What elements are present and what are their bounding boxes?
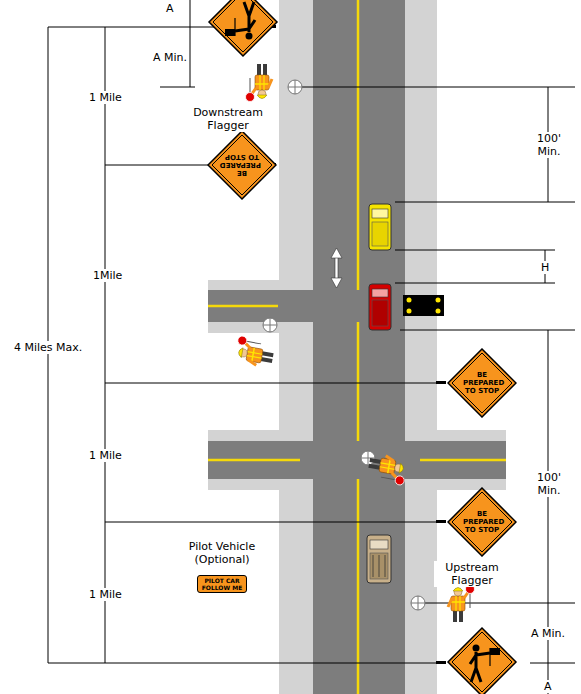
dimension-label: A Min.	[529, 627, 567, 640]
warning-sign: BE PREPARED TO STOP	[207, 130, 277, 200]
flagger-sign	[448, 628, 516, 694]
sign-text: BE PREPARED TO STOP	[223, 153, 261, 177]
flagger-position-mark	[263, 80, 425, 610]
flagger	[246, 64, 273, 102]
work-vehicle	[369, 284, 391, 330]
road	[208, 0, 506, 694]
dimension-label: 1 Mile	[87, 588, 124, 601]
flagger-sign	[209, 0, 277, 56]
pilot-car-sign: PILOT CAR FOLLOW ME	[197, 575, 247, 593]
dimension-label: 1 Mile	[87, 91, 124, 104]
dimension-label: A	[542, 680, 554, 693]
dimension-label: Pilot Vehicle (Optional)	[175, 540, 269, 566]
dimension-label: A Min.	[151, 51, 189, 64]
flagger	[234, 335, 276, 368]
dimension-label: 1 Mile	[87, 449, 124, 462]
warning-sign: BE PREPARED TO STOP	[447, 348, 517, 418]
dimension-label: Upstream Flagger	[434, 561, 510, 587]
sign-text: BE PREPARED TO STOP	[463, 371, 501, 395]
warning-sign: BE PREPARED TO STOP	[447, 487, 517, 557]
dimension-label: A	[164, 2, 176, 15]
dimension-label: Downstream Flagger	[186, 106, 270, 132]
work-truck	[369, 204, 391, 250]
dimension-label: H	[539, 261, 551, 274]
dimension-label: 100' Min.	[525, 132, 573, 158]
sign-posts	[266, 25, 446, 664]
arrow-board	[403, 295, 444, 316]
sign-text: PILOT CAR FOLLOW ME	[201, 577, 243, 591]
flagger	[448, 585, 475, 623]
sign-text: BE PREPARED TO STOP	[463, 510, 501, 534]
two-way-arrow	[331, 248, 342, 288]
dimension-label: 4 Miles Max.	[12, 341, 84, 354]
dimension-label: 100' Min.	[525, 471, 573, 497]
pilot-vehicle	[367, 535, 391, 583]
flagger	[366, 453, 408, 486]
dimension-lines	[48, 0, 575, 694]
dimension-label: 1Mile	[91, 269, 124, 282]
